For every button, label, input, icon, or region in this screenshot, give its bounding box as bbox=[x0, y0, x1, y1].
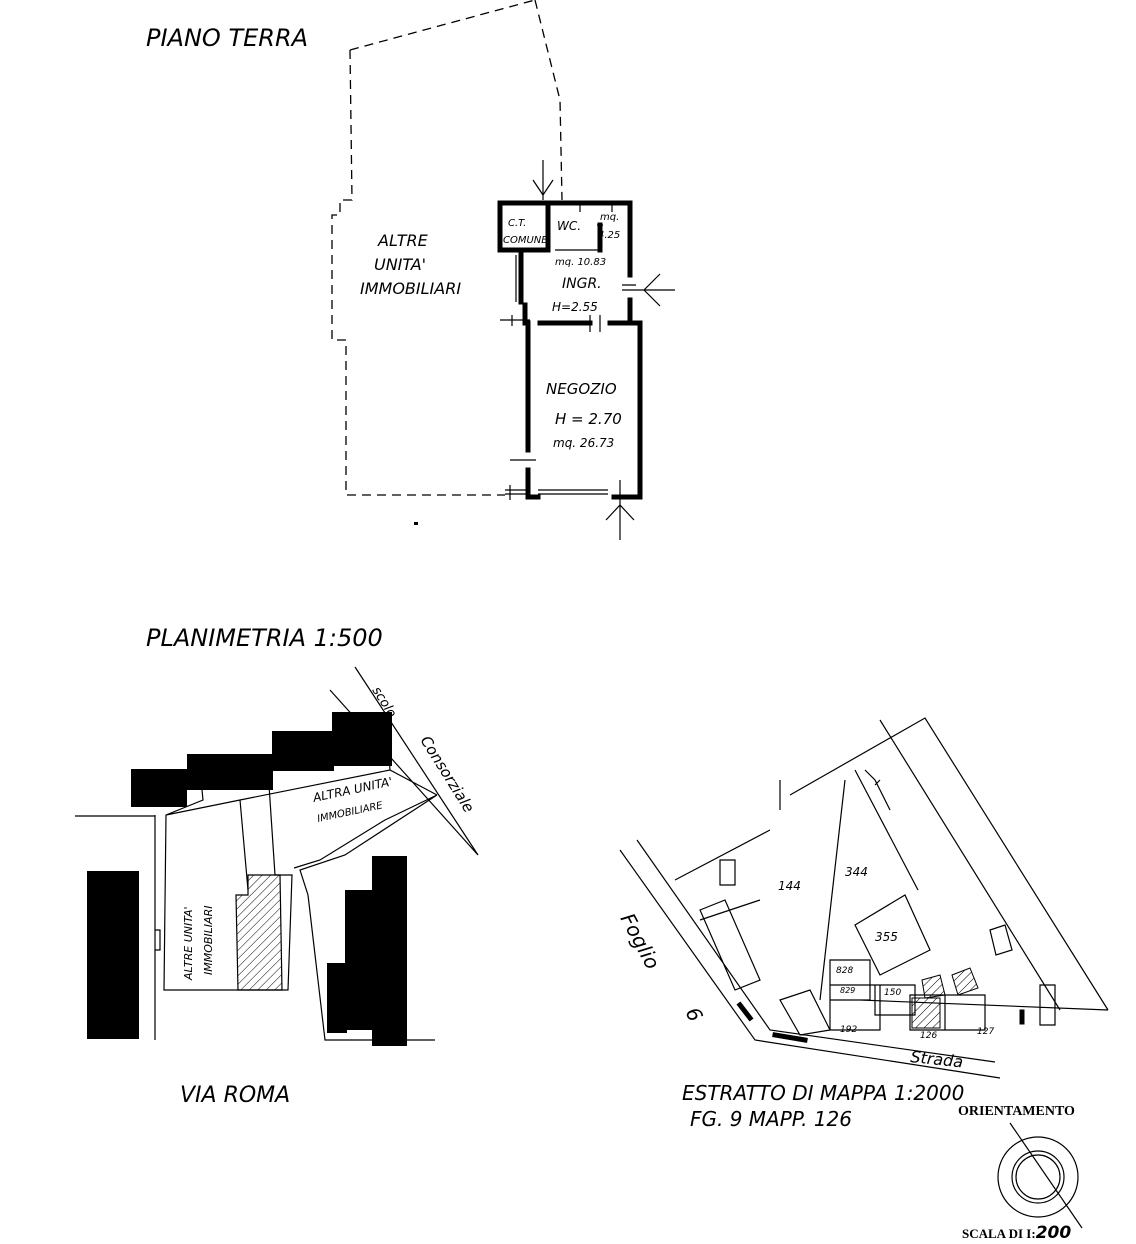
parcel-number: 126 bbox=[920, 1031, 937, 1041]
neighbor-label-3: IMMOBILIARI bbox=[360, 279, 461, 298]
compass-core-ring bbox=[1015, 1154, 1061, 1200]
floor-plan-title: PIANO TERRA bbox=[146, 24, 308, 52]
shop-area: mq. 26.73 bbox=[553, 436, 614, 450]
wc-label: WC. bbox=[557, 219, 581, 233]
parcel-number: 828 bbox=[836, 966, 853, 976]
parcel-number: 829 bbox=[840, 986, 855, 995]
top-label-2: IMMOBILIARE bbox=[316, 800, 384, 825]
neighbor-boundary bbox=[331, 0, 563, 496]
compass-outer-ring bbox=[997, 1136, 1079, 1218]
site-boundaries bbox=[75, 666, 479, 1041]
sheet-label-1: Foglio bbox=[616, 909, 665, 973]
hatched-parcel bbox=[951, 967, 979, 996]
redacted-block bbox=[345, 890, 375, 1030]
redacted-block bbox=[327, 963, 347, 1033]
scale-label: SCALA DI I:200 bbox=[962, 1223, 1071, 1243]
redacted-block bbox=[372, 856, 407, 1046]
side-label-1: ALTRE UNITA' bbox=[182, 907, 195, 982]
shop-height: H = 2.70 bbox=[555, 410, 622, 428]
ct-label-1: C.T. bbox=[508, 218, 526, 229]
parcel-number: 144 bbox=[778, 879, 801, 893]
site-plan: PLANIMETRIA 1:500 scolo Consorziale ALTR… bbox=[75, 624, 479, 1108]
redacted-block bbox=[87, 871, 139, 1039]
wc-area-2: 4.25 bbox=[598, 230, 620, 241]
entry-arrow-bottom bbox=[605, 480, 635, 540]
entry-arrow-top bbox=[532, 160, 554, 200]
entry-arrow-side bbox=[640, 273, 675, 307]
unit-walls bbox=[518, 200, 643, 500]
shop-window bbox=[538, 489, 608, 495]
redacted-block bbox=[332, 712, 392, 766]
redacted-block bbox=[272, 731, 334, 771]
entry-height: H=2.55 bbox=[552, 300, 598, 314]
neighbor-label-2: UNITA' bbox=[374, 255, 426, 274]
ct-label-2: COMUNE bbox=[503, 235, 548, 246]
hatched-parcel bbox=[921, 974, 946, 999]
shop-label: NEGOZIO bbox=[546, 380, 617, 398]
side-label-2: IMMOBILIARI bbox=[202, 906, 215, 975]
redacted-block bbox=[187, 754, 273, 790]
map-title-line-1: ESTRATTO DI MAPPA 1:2000 bbox=[682, 1081, 964, 1105]
street-label: VIA ROMA bbox=[180, 1083, 290, 1108]
orientation-block: ORIENTAMENTO SCALA DI I:200 bbox=[958, 1104, 1083, 1243]
entry-area: mq. 10.83 bbox=[555, 257, 606, 268]
parcel-number: 192 bbox=[840, 1025, 857, 1035]
map-lines bbox=[619, 717, 1109, 1079]
orientation-label: ORIENTAMENTO bbox=[958, 1104, 1075, 1119]
parcel-number: 150 bbox=[884, 988, 901, 998]
scale-value: 200 bbox=[1036, 1223, 1072, 1243]
wc-partition bbox=[555, 203, 613, 251]
door-marks bbox=[500, 255, 640, 500]
wc-area-1: mq. bbox=[600, 212, 619, 223]
subject-building-hatched bbox=[235, 874, 283, 991]
entry-label: INGR. bbox=[562, 276, 602, 292]
parcel-number: 344 bbox=[845, 865, 868, 879]
site-plan-title: PLANIMETRIA 1:500 bbox=[146, 624, 383, 652]
neighbor-label-1: ALTRE bbox=[377, 231, 429, 250]
parcel-number: 127 bbox=[977, 1027, 994, 1037]
redacted-block bbox=[131, 769, 187, 807]
road-marks bbox=[736, 1001, 1025, 1043]
hatched-parcel bbox=[911, 997, 941, 1029]
road-label: Strada bbox=[910, 1047, 964, 1071]
parcel-number: 355 bbox=[875, 930, 898, 944]
scale-prefix: SCALA DI I: bbox=[962, 1226, 1036, 1241]
compass-inner-ring bbox=[1011, 1150, 1065, 1204]
floor-plan: PIANO TERRA ALTRE UNITA' IMMOBILIARI C.T… bbox=[146, 0, 675, 540]
map-title-line-2: FG. 9 MAPP. 126 bbox=[690, 1107, 852, 1131]
cadastral-map: Foglio 6 144 344 355 828 829 150 192 126… bbox=[616, 717, 1109, 1131]
north-arrow-icon bbox=[1009, 1122, 1083, 1229]
dot bbox=[414, 522, 418, 525]
sheet-label-2: 6 bbox=[681, 1003, 708, 1026]
